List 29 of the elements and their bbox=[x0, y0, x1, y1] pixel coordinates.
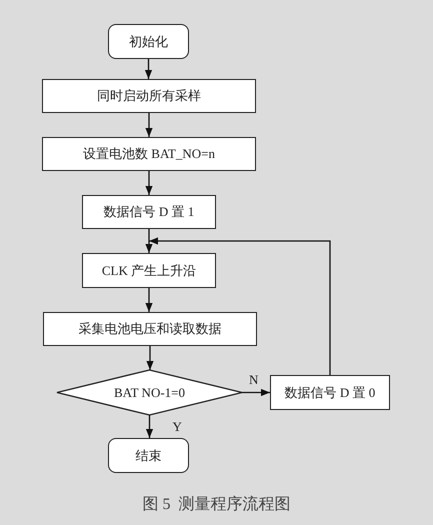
node-label: 初始化 bbox=[129, 32, 168, 50]
node-label: 同时启动所有采样 bbox=[97, 87, 201, 105]
edge-label: Y bbox=[172, 420, 183, 434]
arrow bbox=[145, 288, 153, 312]
arrow bbox=[146, 415, 154, 438]
process-box bbox=[270, 375, 390, 410]
arrow bbox=[149, 237, 331, 375]
terminal-box bbox=[108, 24, 189, 59]
process-box bbox=[82, 253, 216, 288]
terminal-box bbox=[108, 438, 189, 473]
node-label: 设置电池数 BAT_NO=n bbox=[83, 145, 215, 163]
node-label: CLK 产生上升沿 bbox=[102, 262, 196, 280]
node-label: 数据信号 D 置 0 bbox=[284, 384, 376, 402]
arrow bbox=[146, 346, 154, 370]
edge-label: N bbox=[248, 372, 260, 386]
node-label: 采集电池电压和读取数据 bbox=[78, 320, 222, 338]
arrow bbox=[145, 171, 153, 195]
node-label: 结束 bbox=[136, 446, 162, 464]
figure-caption: 图 5 测量程序流程图 bbox=[142, 494, 292, 515]
node-label: BAT NO-1=0 bbox=[114, 384, 185, 400]
arrow bbox=[145, 229, 153, 253]
process-box bbox=[43, 312, 257, 346]
arrow bbox=[242, 388, 270, 396]
process-box bbox=[82, 195, 216, 229]
node-label: 数据信号 D 置 1 bbox=[104, 203, 194, 221]
arrow bbox=[144, 59, 152, 79]
arrow bbox=[145, 113, 153, 137]
process-box bbox=[42, 79, 256, 113]
process-box bbox=[42, 137, 256, 171]
